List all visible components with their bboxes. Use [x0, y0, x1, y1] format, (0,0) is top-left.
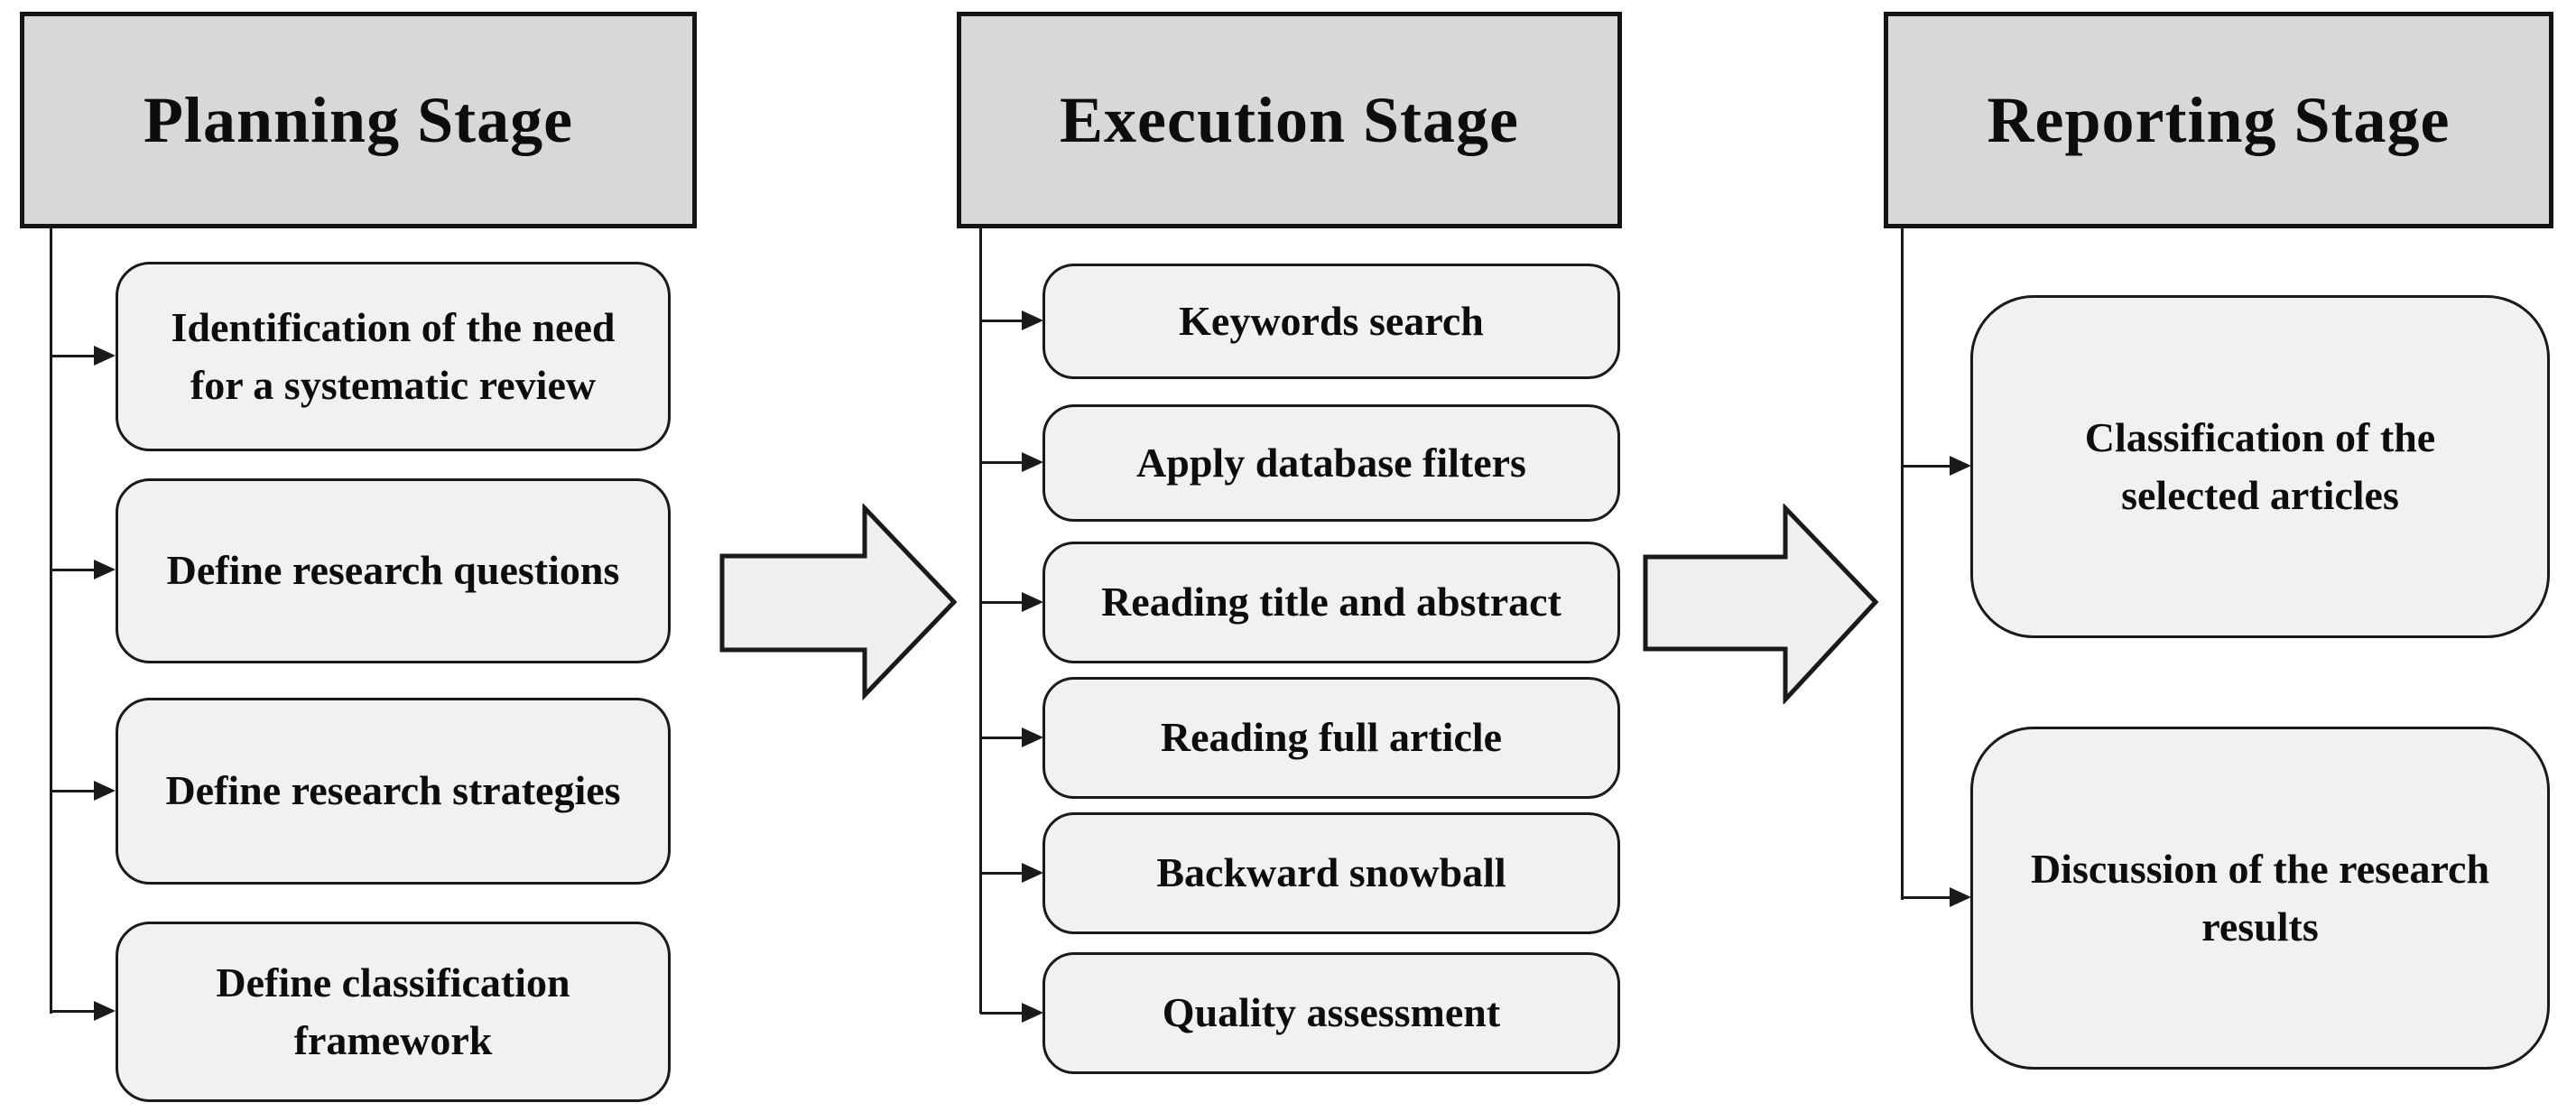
stage-header-execution: Execution Stage — [957, 12, 1622, 228]
connector-line-reporting — [1901, 228, 1904, 900]
step-apply-database-filters: Apply database filters — [1042, 404, 1620, 522]
step-reading-full-article: Reading full article — [1042, 677, 1620, 799]
branch-arrow-icon — [980, 727, 1043, 747]
branch-arrow-icon — [1902, 456, 1971, 476]
flow-arrow-execution-to-reporting-icon — [1643, 504, 1879, 704]
stage-header-reporting: Reporting Stage — [1884, 12, 2553, 228]
connector-line-execution — [979, 228, 982, 1014]
step-keywords-search: Keywords search — [1042, 264, 1620, 379]
branch-arrow-icon — [51, 560, 116, 579]
step-backward-snowball: Backward snowball — [1042, 812, 1620, 934]
branch-arrow-icon — [980, 863, 1043, 883]
branch-arrow-icon — [51, 1001, 116, 1021]
step-define-research-strategies: Define research strategies — [116, 698, 671, 885]
branch-arrow-icon — [51, 781, 116, 801]
branch-arrow-icon — [980, 592, 1043, 612]
connector-line-planning — [50, 228, 52, 1014]
step-classification-selected-articles: Classification of the selected articles — [1970, 295, 2550, 638]
branch-arrow-icon — [980, 1003, 1043, 1023]
step-define-classification-framework: Define classification framework — [116, 922, 671, 1102]
step-define-research-questions: Define research questions — [116, 478, 671, 663]
step-discussion-research-results: Discussion of the research results — [1970, 727, 2550, 1070]
branch-arrow-icon — [980, 310, 1043, 330]
step-identification-need: Identification of the need for a systema… — [116, 262, 671, 451]
step-reading-title-abstract: Reading title and abstract — [1042, 542, 1620, 663]
stage-header-planning: Planning Stage — [20, 12, 697, 228]
step-quality-assessment: Quality assessment — [1042, 952, 1620, 1074]
branch-arrow-icon — [1902, 887, 1971, 907]
branch-arrow-icon — [51, 346, 116, 366]
flow-arrow-planning-to-execution-icon — [719, 504, 958, 701]
branch-arrow-icon — [980, 452, 1043, 472]
